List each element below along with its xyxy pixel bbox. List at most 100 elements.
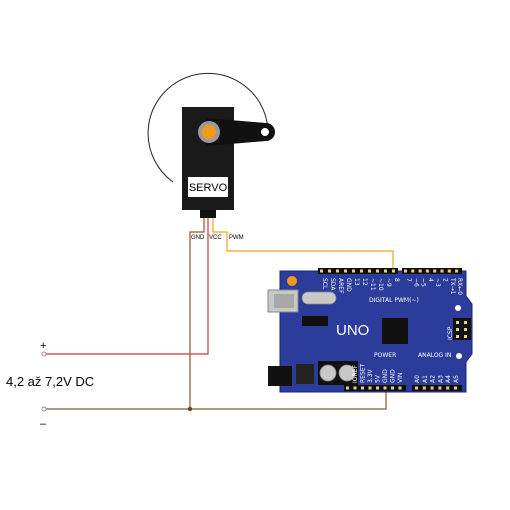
pin-socket	[320, 269, 323, 273]
servo-horn	[206, 118, 275, 146]
wire-pwm	[212, 218, 394, 270]
digital-pin-label: 12	[361, 278, 368, 286]
servo-pin-vcc-label: VCC	[209, 235, 222, 241]
digital-pin-sockets	[320, 269, 459, 273]
analog-pin-label: A0	[414, 375, 421, 383]
pin-socket	[336, 269, 339, 273]
power-header	[344, 385, 406, 391]
board-model: UNO	[336, 322, 369, 339]
pin-socket	[422, 386, 426, 390]
pin-socket	[376, 386, 379, 390]
digital-pin-label: SDA	[329, 278, 336, 291]
power-pin-label: 3.3V	[367, 368, 374, 383]
capacitor-left	[319, 364, 337, 382]
analog-pin-label: A1	[422, 375, 429, 383]
digital-pin-label: TX→1	[449, 277, 456, 295]
microcontroller	[382, 318, 408, 344]
digital-header-right	[402, 268, 462, 274]
digital-pin-label: ~11	[369, 278, 376, 291]
digital-pin-label: 13	[353, 278, 360, 286]
pin-socket	[430, 386, 434, 390]
digital-pin-label: SCL	[321, 278, 328, 290]
power-pin-label: 5V	[375, 374, 382, 383]
icsp-header	[453, 318, 471, 340]
servo-hub-center	[202, 125, 216, 139]
terminal-positive-label: +	[40, 340, 46, 352]
pin-socket	[433, 269, 437, 273]
pin-socket	[383, 386, 387, 390]
analog-header-label: ANALOG IN	[418, 352, 451, 359]
digital-pin-label: 8	[393, 278, 400, 282]
pin-socket	[346, 386, 349, 390]
analog-pin-label: A3	[437, 375, 444, 383]
terminal-negative-label: –	[40, 418, 47, 430]
digital-pin-label: ~5	[420, 278, 427, 287]
icsp-label: ICSP	[447, 326, 454, 340]
pin-socket	[446, 386, 450, 390]
digital-pin-label: RX←0	[456, 278, 463, 295]
analog-pin-label: A2	[430, 375, 437, 383]
servo-label-box	[188, 177, 228, 197]
pin-socket	[438, 386, 442, 390]
pin-socket	[440, 269, 444, 273]
small-chip	[302, 316, 328, 326]
mounting-hole	[456, 353, 462, 359]
crystal	[301, 291, 337, 305]
pin-socket	[368, 269, 371, 273]
gnd-junction	[187, 406, 193, 412]
analog-pin-label: A5	[453, 375, 460, 383]
servo-label: SERVO	[189, 182, 228, 194]
servo-connector	[200, 210, 216, 218]
servo-motor: SERVO	[182, 107, 275, 218]
capacitor-right	[338, 364, 356, 382]
terminal-negative	[41, 406, 47, 412]
digital-pin-label: GND	[345, 278, 352, 292]
pin-socket	[353, 386, 357, 390]
supply-voltage-label: 4,2 až 7,2V DC	[6, 374, 94, 389]
mounting-hole	[455, 305, 461, 311]
servo-pin-gnd-label: GND	[191, 235, 205, 241]
pin-socket	[391, 386, 394, 390]
wire-gnd-main	[44, 388, 387, 410]
pin-socket	[360, 269, 363, 273]
servo-pin-pwm-label: PWM	[229, 235, 244, 241]
digital-pin-label: ~9	[385, 278, 392, 287]
power-pin-label: GND	[382, 369, 389, 383]
digital-pin-label: 2	[442, 278, 449, 282]
wire-vcc	[44, 218, 209, 355]
pin-socket	[368, 386, 372, 390]
pin-socket	[361, 386, 364, 390]
servo-sweep-arc	[147, 72, 269, 183]
digital-pin-label: 4	[427, 278, 434, 282]
pin-socket	[404, 269, 407, 273]
pin-socket	[418, 269, 422, 273]
mounting-hole	[287, 276, 297, 286]
pin-socket	[447, 269, 451, 273]
power-pin-label: IOREF	[352, 365, 359, 383]
pin-socket	[376, 269, 379, 273]
pin-socket	[398, 386, 402, 390]
digital-pin-label: 7	[405, 278, 412, 282]
bottom-pin-sockets	[346, 386, 457, 390]
power-header-label: POWER	[374, 352, 396, 359]
pin-socket	[392, 269, 395, 273]
digital-pin-label: ~6	[412, 278, 419, 287]
power-jack	[268, 366, 292, 386]
pin-socket	[411, 269, 415, 273]
pin-socket	[352, 269, 355, 273]
digital-header-left	[318, 268, 398, 274]
pin-socket	[344, 269, 347, 273]
usb-port-inner	[274, 294, 294, 308]
pin-socket	[455, 269, 459, 273]
analog-header	[412, 385, 462, 391]
digital-pin-label: ~10	[377, 278, 384, 291]
analog-pin-label: A4	[445, 375, 452, 383]
power-pin-label: RESET	[360, 363, 367, 383]
servo-horn-hole	[261, 128, 269, 136]
digital-header-label: DIGITAL PWM(~)	[369, 297, 419, 304]
